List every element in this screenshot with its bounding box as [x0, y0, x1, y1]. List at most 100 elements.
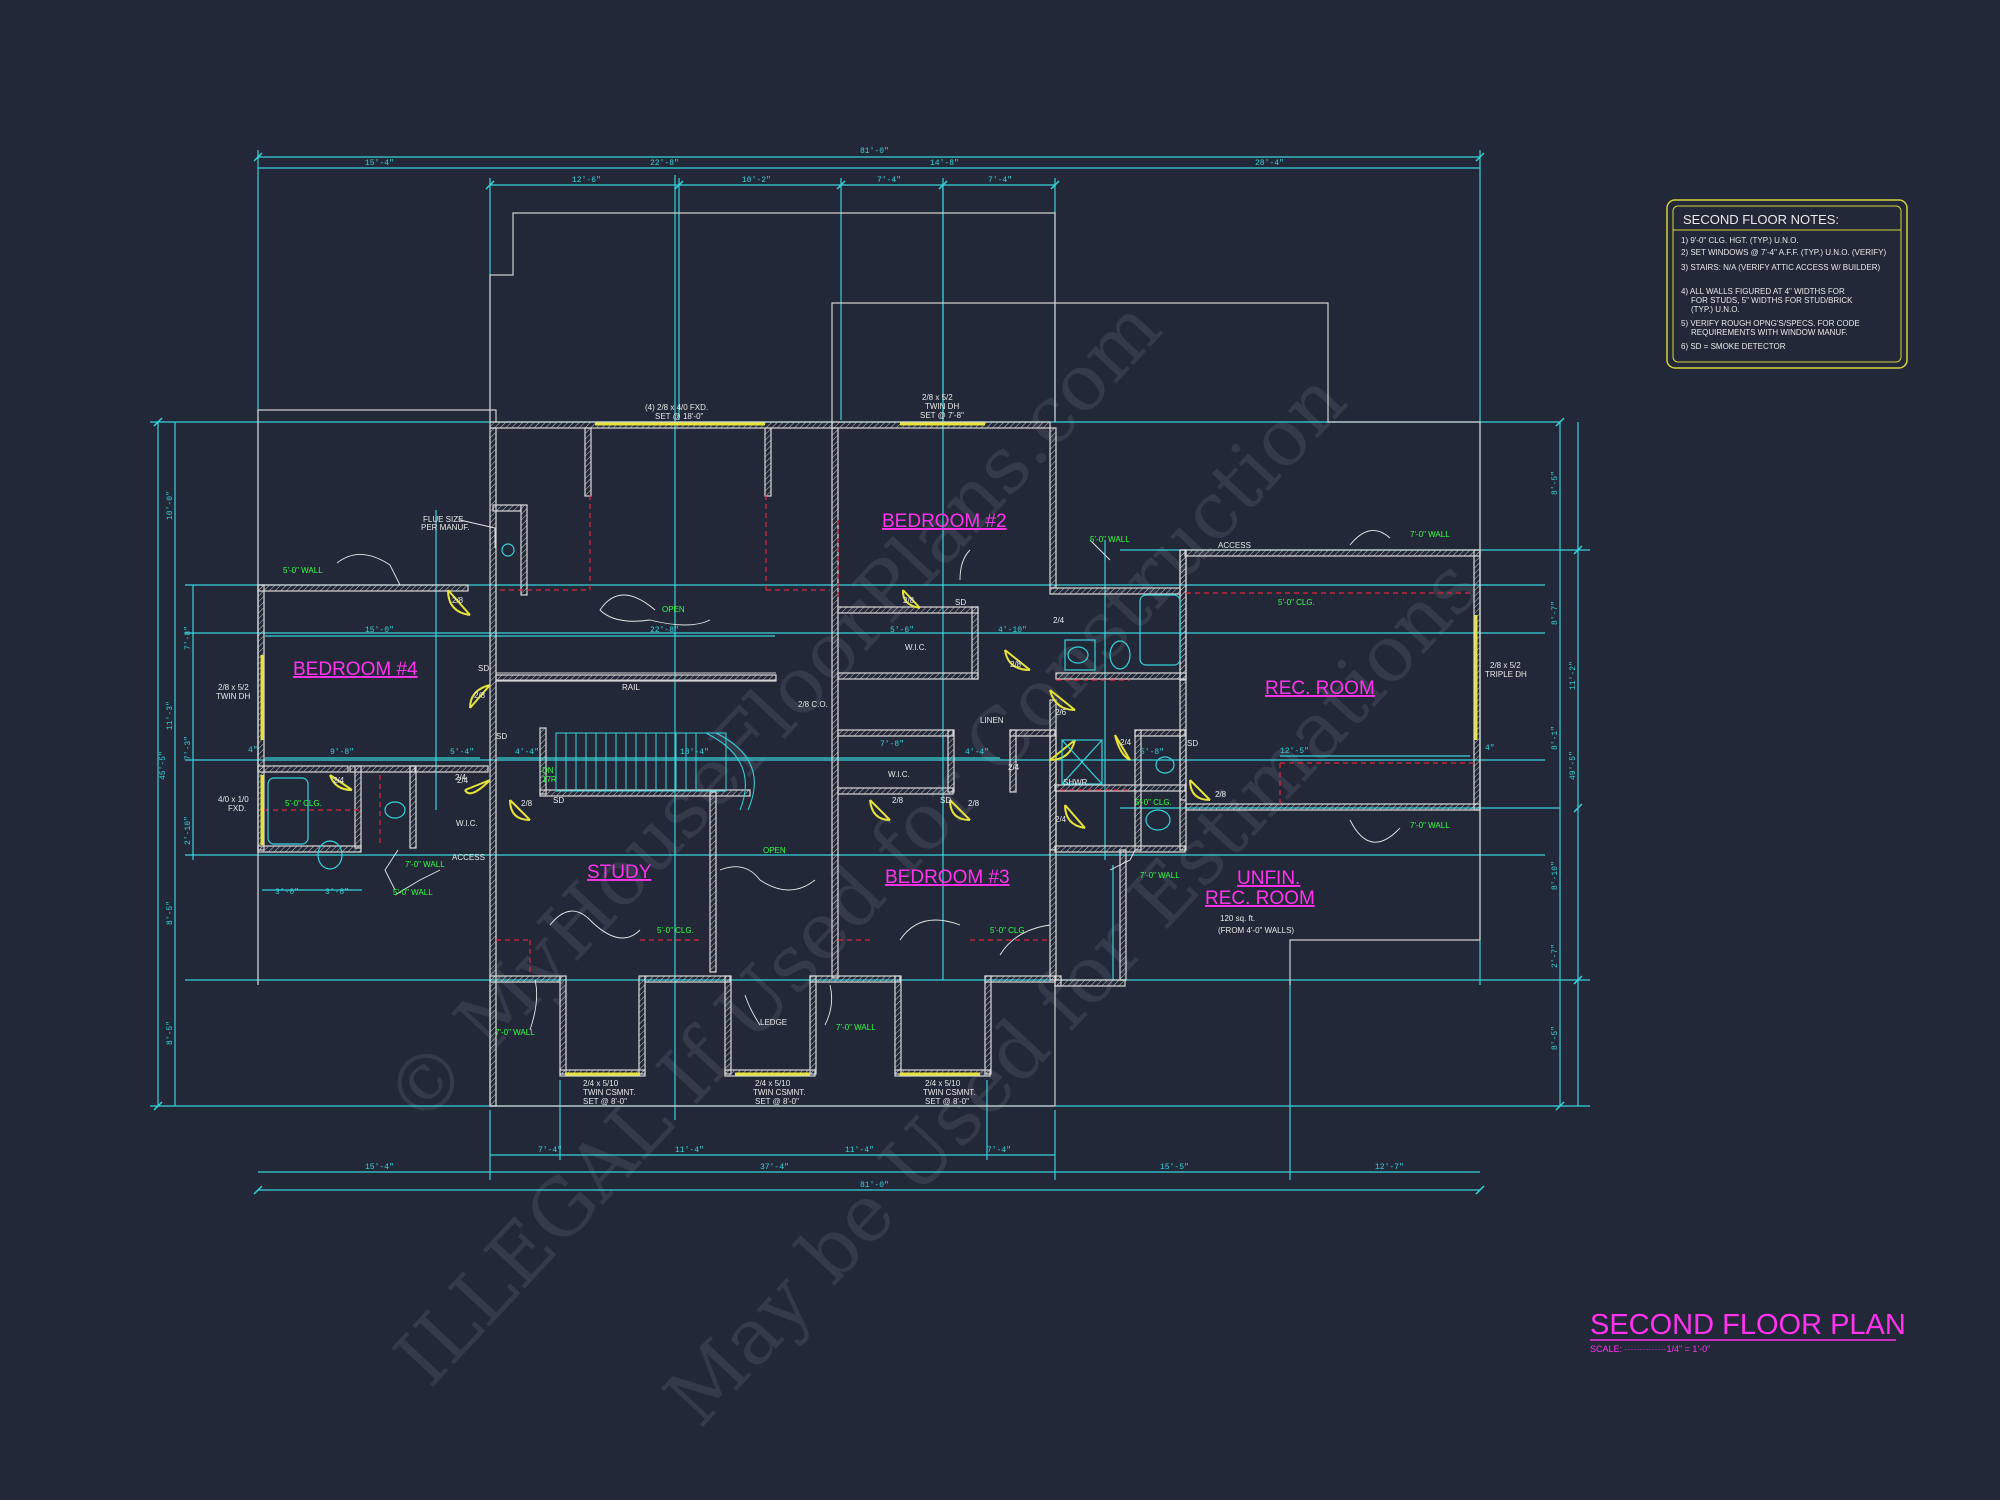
note-line-8: REQUIREMENTS WITH WINDOW MANUF.: [1691, 328, 1847, 337]
room-wic-1: W.I.C.: [905, 643, 927, 652]
dim-bot-a: 15'-4": [365, 1163, 394, 1172]
dim-right-a: 8'-5": [1551, 471, 1560, 495]
wall-note-2: 5'-0" WALL: [1090, 535, 1130, 544]
sd-2: SD: [496, 732, 507, 741]
dim-left-e: 2'-10": [184, 816, 193, 845]
door-size-14: 2/8: [1215, 790, 1227, 799]
dim-3-0: 3'-0": [275, 888, 299, 897]
sd-3: SD: [553, 796, 564, 805]
annotation-labels: (4) 2/8 x 4/0 FXD. SET @ 18'-0" 2/8 x 5/…: [216, 393, 1527, 1106]
dim-5-6: 5'-6": [890, 626, 914, 635]
note-line-2: 2) SET WINDOWS @ 7'-4" A.F.F. (TYP.) U.N…: [1681, 248, 1886, 257]
open-label-2: OPEN: [763, 846, 786, 855]
wall-note-9: 7'-0" WALL: [836, 1023, 876, 1032]
window-bot-3: 2/4 x 5/10: [925, 1079, 961, 1088]
window-left-1b: TWIN DH: [216, 692, 250, 701]
dim-4-inch-r: 4": [1485, 744, 1495, 753]
dim-top-b: 22'-8": [650, 159, 679, 168]
dim-right-g: 8'-5": [1551, 1026, 1560, 1050]
door-size-10: 2/6: [1055, 708, 1067, 717]
window-bot-3b: TWIN CSMNT.: [923, 1088, 975, 1097]
window-rightb: TRIPLE DH: [1485, 670, 1527, 679]
window-bot-1c: SET @ 8'-0": [583, 1097, 627, 1106]
window-top-2c: SET @ 7'-8": [920, 411, 964, 420]
dim-5-4: 5'-4": [450, 748, 474, 757]
window-top-2: 2/8 x 5/2: [922, 393, 953, 402]
dim-left-overall: 45'-5": [159, 751, 168, 780]
note-line-6: (TYP.) U.N.O.: [1691, 305, 1740, 314]
window-top-1: (4) 2/8 x 4/0 FXD.: [645, 403, 708, 412]
dim-5-8: 5'-8": [1140, 748, 1164, 757]
dim-top-e: 12'-6": [572, 176, 601, 185]
dim-left-f: 8'-5": [166, 901, 175, 925]
door-size-13: 2/4: [1008, 763, 1020, 772]
doors: [329, 589, 1211, 829]
clg-note-3: 5'-0" CLG.: [657, 926, 694, 935]
room-bedroom-2: BEDROOM #2: [882, 511, 1007, 532]
stairs: [555, 732, 755, 811]
room-linen: LINEN: [980, 716, 1004, 725]
room-wic-2: W.I.C.: [888, 770, 910, 779]
note-line-1: 1) 9'-0" CLG. HGT. (TYP.) U.N.O.: [1681, 236, 1799, 245]
wall-note-8: 7'-0" WALL: [495, 1028, 535, 1037]
dim-18-4: 18'-4": [680, 748, 709, 757]
dim-right-f: 2'-7": [1551, 944, 1560, 968]
dim-15-0: 15'-0": [365, 626, 394, 635]
clg-note-1: 5'-0" CLG.: [1278, 598, 1315, 607]
shwr-label: SHWR.: [1063, 778, 1090, 787]
dim-left-c: 7'-8": [184, 626, 193, 650]
open-label-1: OPEN: [662, 605, 685, 614]
dim-4-4b: 4'-4": [965, 748, 989, 757]
door-size-15: 2/4: [333, 776, 345, 785]
sd-4: SD: [955, 598, 966, 607]
door-size-11: 2/4: [1120, 738, 1132, 747]
dim-top-d: 28'-4": [1255, 159, 1284, 168]
note-line-4: 4) ALL WALLS FIGURED AT 4" WIDTHS FOR: [1681, 287, 1845, 296]
door-size-16: 2/4: [455, 773, 467, 782]
dim-right-d: 8'-1": [1551, 726, 1560, 750]
room-unfin: UNFIN.: [1237, 868, 1300, 889]
dim-top-c: 14'-8": [930, 159, 959, 168]
room-rec-room: REC. ROOM: [1265, 678, 1375, 699]
dim-bot-e: 7'-4": [538, 1146, 562, 1155]
flue-label: FLUE SIZE: [423, 515, 463, 524]
room-bedroom-3: BEDROOM #3: [885, 867, 1010, 888]
door-size-6: 2/8: [892, 796, 904, 805]
sd-1: SD: [478, 664, 489, 673]
watermark: © MyHouseFloorPlans.com ILLEGAL If Used …: [368, 283, 1497, 1443]
wall-note-3: 5'-0" WALL: [393, 888, 433, 897]
dim-overall-bottom: 81'-0": [860, 1181, 889, 1190]
door-size-9: 2/4: [1053, 616, 1065, 625]
dimension-labels: 81'-0" 15'-4" 22'-8" 14'-8" 28'-4" 12'-6…: [159, 147, 1578, 1190]
drawing-title: SECOND FLOOR PLAN: [1590, 1309, 1906, 1341]
dim-bot-g: 11'-4": [845, 1146, 874, 1155]
dim-top-f: 10'-2": [742, 176, 771, 185]
dim-top-a: 15'-4": [365, 159, 394, 168]
wall-note-4: 7'-0" WALL: [405, 860, 445, 869]
room-wic-3: W.I.C.: [456, 819, 478, 828]
sd-5: SD: [940, 796, 951, 805]
window-top-1b: SET @ 18'-0": [655, 412, 704, 421]
notes-box: SECOND FLOOR NOTES: 1) 9'-0" CLG. HGT. (…: [1666, 199, 1908, 369]
dim-right-overall: 49'-5": [1569, 751, 1578, 780]
window-bot-2b: TWIN CSMNT.: [753, 1088, 805, 1097]
dim-7-8: 7'-8": [880, 740, 904, 749]
window-top-2b: TWIN DH: [925, 402, 959, 411]
wall-note-5: 7'-0" WALL: [1410, 530, 1450, 539]
wall-note-1: 5'-0" WALL: [283, 566, 323, 575]
room-unfin-area: 120 sq. ft.: [1220, 914, 1255, 923]
note-line-3: 3) STAIRS: N/A (VERIFY ATTIC ACCESS W/ B…: [1681, 263, 1880, 272]
window-bot-2c: SET @ 8'-0": [755, 1097, 799, 1106]
dim-left-a: 10'-0": [166, 491, 175, 520]
window-left-2: 4/0 x 1/0: [218, 795, 249, 804]
windows: [260, 422, 1478, 1076]
title-block: SECOND FLOOR PLAN SCALE: ··············1…: [1590, 1309, 1906, 1354]
dim-right-e: 8'-10": [1551, 861, 1560, 890]
door-size-7: 2/8: [968, 799, 980, 808]
notes-heading: SECOND FLOOR NOTES:: [1683, 212, 1839, 227]
door-size-3: 2/4: [457, 776, 469, 785]
clg-note-2: 5'-0" CLG.: [285, 799, 322, 808]
window-left-2b: FXD.: [228, 804, 246, 813]
dn-label: DN: [542, 766, 554, 775]
